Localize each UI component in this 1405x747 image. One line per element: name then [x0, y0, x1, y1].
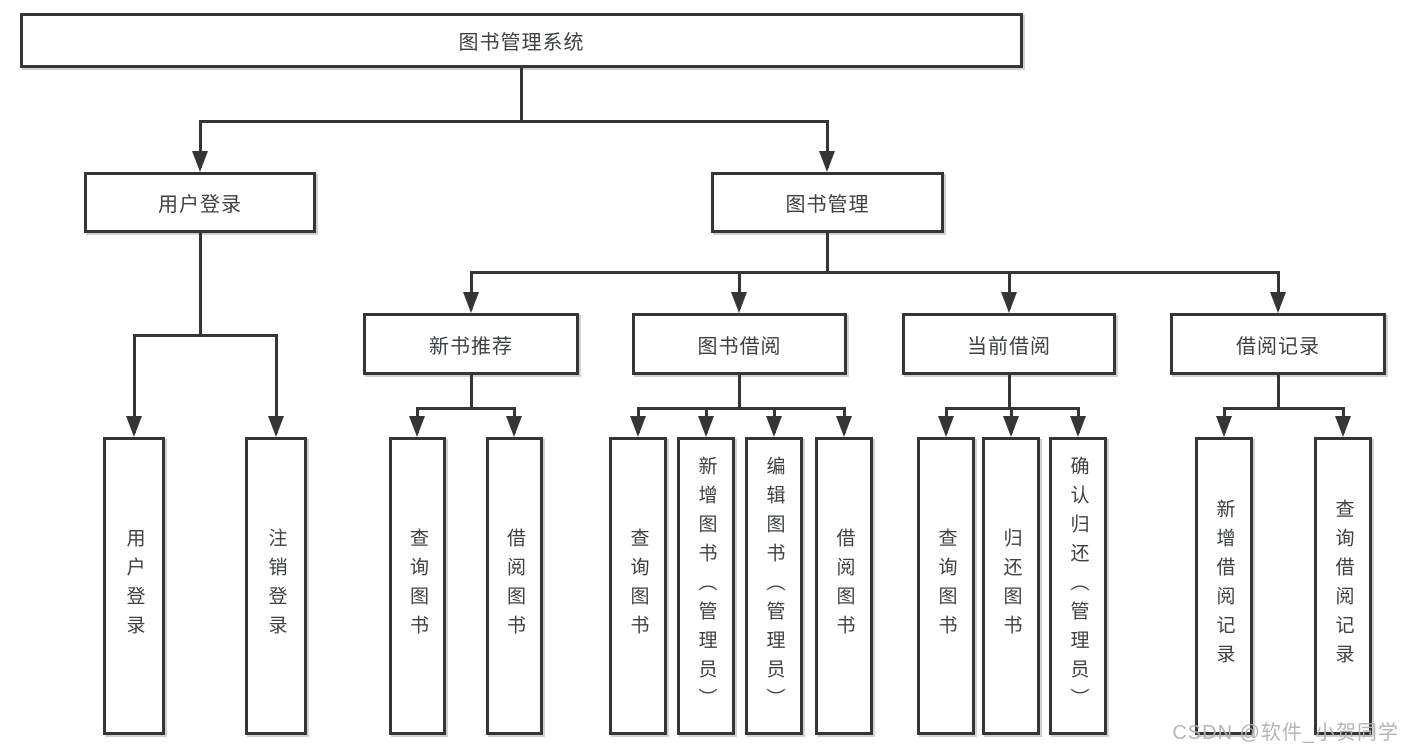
connector-new-book-vline	[470, 375, 473, 408]
leaf-recommend-borrow-books: 借阅图书	[486, 437, 543, 735]
connector-book-management-arrowhead-0	[463, 292, 479, 313]
node-user-login: 用户登录	[84, 172, 316, 233]
connector-root-arrowhead-0	[192, 151, 208, 172]
connector-borrowing-arrowhead-2	[766, 416, 782, 437]
node-current-borrowing-label: 当前借阅	[967, 335, 1051, 358]
node-book-management-label: 图书管理	[785, 194, 870, 216]
node-borrowing-records: 借阅记录	[1170, 313, 1386, 375]
connector-root-stem-1	[826, 121, 829, 168]
watermark: CSDN @软件_小贺同学	[1172, 722, 1399, 744]
connector-user-login-arrowhead-1	[268, 416, 284, 437]
leaf-logout-label: 注销登录	[265, 528, 287, 644]
connector-current-arrowhead-0	[938, 416, 954, 437]
connector-borrowing-arrowhead-0	[630, 416, 646, 437]
connector-root-arrowhead-1	[819, 151, 835, 172]
leaf-recommend-borrow-books-label: 借阅图书	[504, 528, 525, 644]
leaf-records-query-record-label: 查询借阅记录	[1332, 499, 1354, 673]
connector-current-vline	[1008, 375, 1011, 408]
node-current-borrowing: 当前借阅	[902, 313, 1116, 375]
connector-user-login-stem-1	[275, 335, 278, 433]
connector-root-hline	[199, 120, 829, 123]
leaf-current-confirm-return-admin: 确认归还（管理员）	[1049, 437, 1107, 735]
leaf-user-login: 用户登录	[103, 437, 165, 735]
connector-user-login-arrowhead-0	[126, 416, 142, 437]
connector-records-arrowhead-0	[1216, 416, 1232, 437]
connector-borrowing-arrowhead-1	[698, 416, 714, 437]
node-library-management-system-label: 图书管理系统	[458, 32, 585, 54]
node-library-management-system: 图书管理系统	[20, 13, 1023, 68]
connector-records-vline	[1277, 375, 1280, 408]
leaf-recommend-query-books: 查询图书	[389, 437, 446, 735]
node-new-book-recommend: 新书推荐	[363, 313, 579, 375]
node-borrowing-records-label: 借阅记录	[1236, 335, 1320, 358]
connector-new-book-hline	[416, 407, 516, 410]
connector-book-management-arrowhead-2	[1001, 292, 1017, 313]
leaf-records-query-record: 查询借阅记录	[1314, 437, 1372, 735]
leaf-borrowing-edit-books-admin-label: 编辑图书（管理员）	[763, 455, 785, 717]
connector-new-book-arrowhead-1	[506, 416, 522, 437]
leaf-records-add-record: 新增借阅记录	[1195, 437, 1253, 735]
connector-new-book-arrowhead-0	[409, 416, 425, 437]
connector-book-management-stem-0	[470, 272, 473, 309]
leaf-borrowing-add-books-admin-label: 新增图书（管理员）	[695, 455, 717, 717]
connector-book-management-arrowhead-3	[1270, 292, 1286, 313]
connector-book-management-stem-2	[1008, 272, 1011, 309]
leaf-borrowing-query-books-label: 查询图书	[627, 528, 649, 644]
connector-user-login-vline	[199, 233, 202, 335]
leaf-borrowing-add-books-admin: 新增图书（管理员）	[677, 437, 735, 735]
connector-book-management-vline	[826, 233, 829, 272]
leaf-borrowing-borrow-books-label: 借阅图书	[833, 528, 855, 644]
leaf-current-query-books: 查询图书	[917, 437, 975, 735]
leaf-current-return-books: 归还图书	[982, 437, 1040, 735]
leaf-borrowing-edit-books-admin: 编辑图书（管理员）	[745, 437, 803, 735]
connector-records-hline	[1223, 407, 1345, 410]
node-new-book-recommend-label: 新书推荐	[429, 335, 513, 358]
connector-user-login-hline	[133, 334, 278, 337]
connector-book-management-hline	[470, 271, 1280, 274]
leaf-current-return-books-label: 归还图书	[1000, 528, 1022, 644]
leaf-borrowing-borrow-books: 借阅图书	[815, 437, 873, 735]
node-user-login-label: 用户登录	[158, 194, 242, 216]
leaf-records-add-record-label: 新增借阅记录	[1213, 499, 1235, 673]
leaf-current-confirm-return-admin-label: 确认归还（管理员）	[1067, 455, 1089, 717]
connector-borrowing-arrowhead-3	[836, 416, 852, 437]
connector-records-arrowhead-1	[1335, 416, 1351, 437]
node-book-borrowing: 图书借阅	[632, 313, 847, 375]
leaf-current-query-books-label: 查询图书	[935, 528, 957, 644]
connector-root-stem-0	[199, 121, 202, 168]
connector-borrowing-hline	[637, 407, 846, 410]
connector-book-management-stem-3	[1277, 272, 1280, 309]
leaf-user-login-label: 用户登录	[123, 528, 145, 644]
leaf-logout: 注销登录	[245, 437, 307, 735]
connector-book-management-arrowhead-1	[731, 292, 747, 313]
connector-current-arrowhead-1	[1003, 416, 1019, 437]
connector-current-arrowhead-2	[1070, 416, 1086, 437]
connector-root-vline	[520, 68, 523, 121]
connector-user-login-stem-0	[133, 335, 136, 433]
node-book-borrowing-label: 图书借阅	[697, 335, 782, 358]
connector-borrowing-vline	[738, 375, 741, 408]
leaf-recommend-query-books-label: 查询图书	[407, 528, 428, 644]
leaf-borrowing-query-books: 查询图书	[609, 437, 667, 735]
connector-book-management-stem-1	[738, 272, 741, 309]
node-book-management: 图书管理	[711, 172, 944, 233]
